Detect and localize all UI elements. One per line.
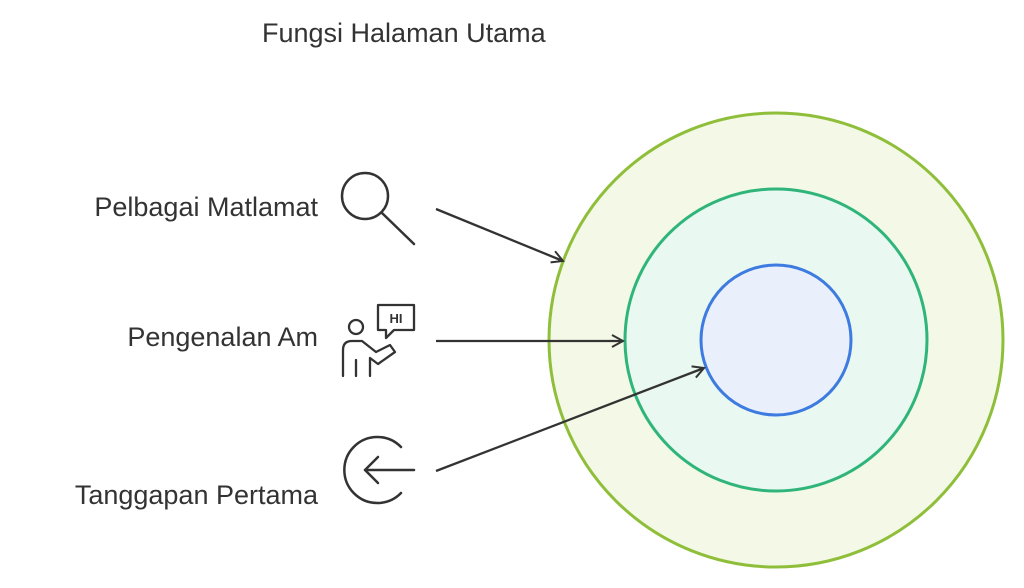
arrow-to-outer-ring bbox=[435, 207, 563, 261]
magnifier-icon bbox=[340, 171, 416, 246]
arrow-to-inner-ring bbox=[435, 368, 704, 473]
speech-bubble-text: HI bbox=[390, 311, 403, 326]
label-pelbagai-matlamat: Pelbagai Matlamat bbox=[94, 192, 318, 222]
presenter-icon bbox=[341, 303, 416, 378]
page-title: Fungsi Halaman Utama bbox=[262, 18, 546, 48]
inner-ring bbox=[699, 263, 853, 417]
label-tanggapan-pertama: Tanggapan Pertama bbox=[74, 480, 318, 510]
arrow-in-circle-icon bbox=[343, 435, 416, 505]
label-pengenalan-am: Pengenalan Am bbox=[127, 322, 318, 352]
